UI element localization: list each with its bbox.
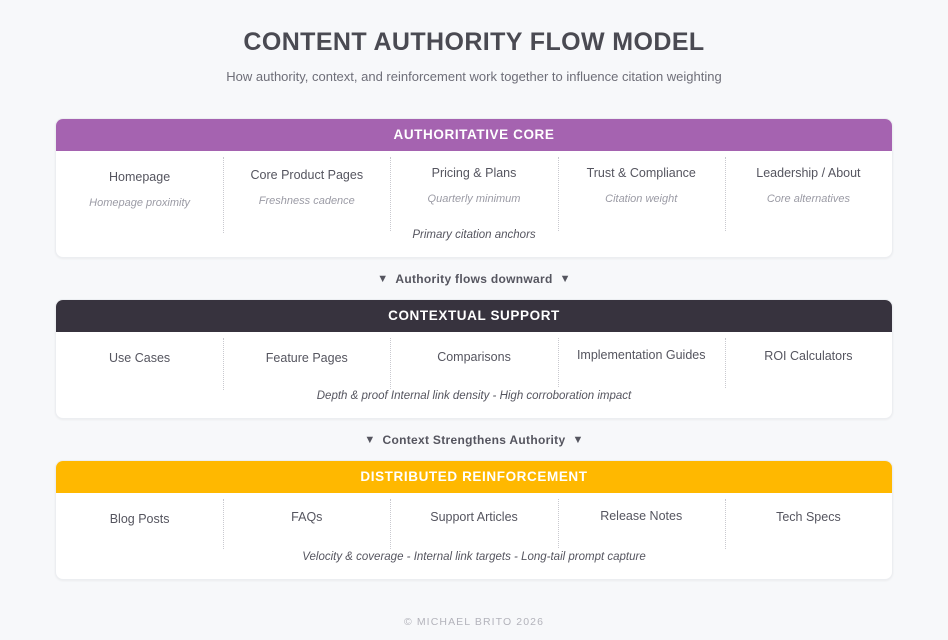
page-title: CONTENT AUTHORITY FLOW MODEL	[243, 28, 705, 56]
tier-item[interactable]: Blog Posts	[56, 493, 223, 541]
tier-item-sublabel: Freshness cadence	[258, 195, 355, 208]
tier-connector-label: Context Strengthens Authority	[382, 432, 566, 447]
arrow-down-icon: ▼	[572, 433, 584, 446]
tier-connector: ▼ Context Strengthens Authority ▼	[55, 419, 893, 460]
tier-item[interactable]: Feature Pages	[223, 332, 390, 391]
tier-item[interactable]: Use Cases	[56, 332, 223, 380]
tier-item-label: FAQs	[291, 509, 323, 524]
tier-item-label: Comparisons	[437, 349, 511, 364]
page-header: CONTENT AUTHORITY FLOW MODEL How authori…	[55, 0, 893, 84]
tier-item-label: Blog Posts	[109, 511, 170, 526]
tier-item-label: Tech Specs	[776, 509, 841, 524]
page-subtitle: How authority, context, and reinforcemen…	[226, 69, 722, 84]
tier-item-label: Implementation Guides	[576, 347, 706, 362]
tier-header-authoritative-core: AUTHORITATIVE CORE	[56, 119, 892, 151]
tier-item-label: Support Articles	[430, 509, 518, 524]
tier-item-label: Homepage	[109, 170, 171, 184]
tier-item[interactable]: Support Articles	[390, 493, 557, 550]
tier-header-contextual-support: CONTEXTUAL SUPPORT	[56, 299, 892, 332]
tier-footnote: Primary citation anchors	[412, 228, 536, 241]
footer-copyright: © MICHAEL BRITO 2026	[403, 616, 545, 628]
tier-item-sublabel: Quarterly minimum	[427, 193, 521, 206]
tier-columns: Blog Posts FAQs Support Articles Release No…	[56, 493, 892, 550]
tier-item[interactable]: ROI Calculators	[724, 332, 892, 389]
tier-body-contextual-support: Use Cases Feature Pages Comparisons Impleme…	[56, 332, 892, 418]
tier-item-label: Release Notes	[600, 508, 683, 523]
tier-item-label: Core Product Pages	[250, 168, 364, 182]
tier-item-label: Use Cases	[109, 350, 171, 365]
arrow-down-icon: ▼	[377, 272, 389, 285]
tier-item-label: Leadership / About	[756, 166, 861, 180]
tier-connector: ▼ Authority flows downward ▼	[55, 258, 893, 299]
tier-item[interactable]: Implementation Guides	[557, 332, 725, 388]
tier-card-contextual-support: CONTEXTUAL SUPPORT Use Cases Feature Pages…	[55, 298, 893, 419]
tier-item[interactable]: FAQs	[223, 493, 390, 550]
tier-columns: Use Cases Feature Pages Comparisons Impleme…	[56, 332, 892, 391]
tier-item-sublabel: Core alternatives	[766, 193, 850, 206]
tier-item-label: Trust & Compliance	[586, 166, 696, 180]
arrow-down-icon: ▼	[559, 272, 571, 285]
tier-item-sublabel: Homepage proximity	[89, 197, 191, 210]
arrow-down-icon: ▼	[364, 433, 376, 446]
tier-footnote: Depth & proof Internal link density - Hi…	[316, 389, 632, 402]
tier-body-distributed-reinforcement: Blog Posts FAQs Support Articles Release No…	[56, 493, 892, 579]
tier-item-label: Feature Pages	[265, 350, 348, 365]
tier-item[interactable]: Release Notes	[557, 493, 725, 549]
tier-item-sublabel: Citation weight	[605, 193, 678, 206]
tier-item-label: Pricing & Plans	[431, 166, 517, 180]
tier-connector-label: Authority flows downward	[395, 271, 553, 286]
tier-item[interactable]: Tech Specs	[724, 493, 892, 550]
tier-card-distributed-reinforcement: DISTRIBUTED REINFORCEMENT Blog Posts FAQs S…	[55, 459, 893, 581]
tier-header-distributed-reinforcement: DISTRIBUTED REINFORCEMENT	[56, 460, 892, 493]
tier-item-label: ROI Calculators	[764, 348, 853, 363]
tier-footnote: Velocity & coverage - Internal link targ…	[302, 551, 646, 564]
tier-item[interactable]: Comparisons	[390, 332, 557, 390]
